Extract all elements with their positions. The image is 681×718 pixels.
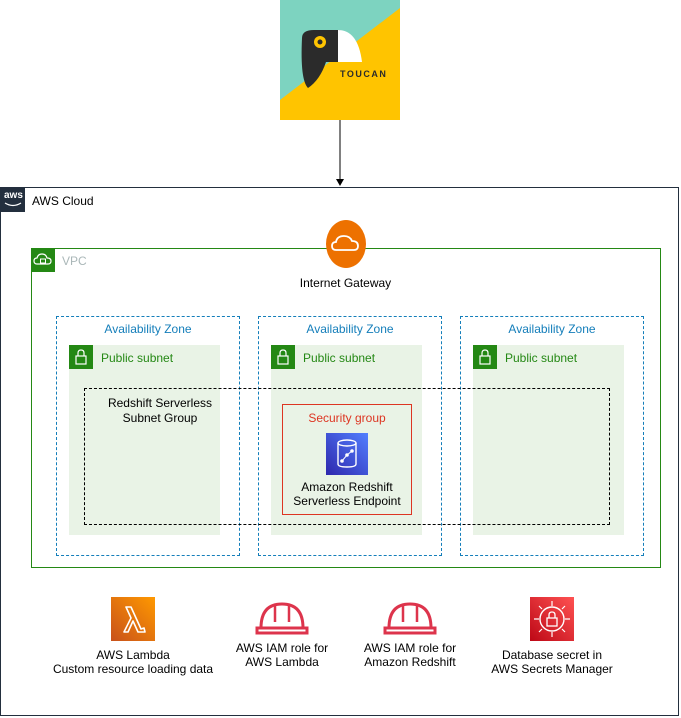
lambda-label-line2: Custom resource loading data	[52, 662, 214, 676]
aws-lambda-icon	[111, 597, 155, 641]
redshift-endpoint-label-line1: Amazon Redshift	[301, 480, 393, 494]
redshift-endpoint-label-line2: Serverless Endpoint	[293, 494, 401, 508]
public-subnet-1-label: Public subnet	[101, 351, 174, 365]
public-subnet-1	[69, 345, 220, 535]
internet-gateway-icon	[325, 219, 367, 269]
secrets-manager-icon	[530, 597, 574, 641]
toucan-logo: TOUCAN	[280, 0, 400, 120]
subnet-1-lock-icon	[69, 345, 93, 369]
iam-redshift-label-line2: Amazon Redshift	[364, 655, 456, 669]
public-subnet-3	[473, 345, 624, 535]
vpc-label: VPC	[62, 254, 87, 268]
subnet-3-lock-icon	[473, 345, 497, 369]
availability-zone-3-label: Availability Zone	[508, 322, 596, 336]
availability-zone-1	[56, 316, 240, 556]
internet-gateway-label: Internet Gateway	[299, 276, 392, 290]
lambda-label-line1: AWS Lambda	[96, 648, 170, 662]
toucan-logo-icon: TOUCAN	[280, 0, 400, 120]
iam-role-lambda-icon	[255, 600, 309, 636]
connector-arrow	[336, 120, 344, 186]
iam-lambda-label-line2: AWS Lambda	[245, 655, 319, 669]
aws-cloud-icon: aws	[1, 188, 25, 212]
iam-lambda-label-line1: AWS IAM role for	[235, 641, 329, 655]
iam-role-redshift-icon	[383, 600, 437, 636]
availability-zone-2	[258, 316, 442, 556]
redshift-subnet-group	[84, 388, 610, 525]
availability-zone-1-label: Availability Zone	[104, 322, 192, 336]
vpc-cloud-lock-icon	[31, 248, 55, 272]
secrets-manager-label-line2: AWS Secrets Manager	[491, 662, 613, 676]
public-subnet-3-label: Public subnet	[505, 351, 578, 365]
security-group-label: Security group	[308, 411, 386, 425]
subnet-group-label-line1: Redshift Serverless	[107, 396, 213, 410]
aws-cloud-label: AWS Cloud	[32, 194, 94, 208]
subnet-2-lock-icon	[271, 345, 295, 369]
toucan-logo-text: TOUCAN	[340, 69, 387, 79]
subnet-group-label-line2: Subnet Group	[122, 411, 198, 425]
secrets-manager-label-line1: Database secret in	[501, 648, 603, 662]
availability-zone-3	[460, 316, 644, 556]
security-group	[282, 404, 412, 515]
aws-cloud-group	[0, 187, 679, 716]
redshift-serverless-icon	[326, 433, 368, 475]
iam-redshift-label-line1: AWS IAM role for	[363, 641, 457, 655]
availability-zone-2-label: Availability Zone	[306, 322, 394, 336]
public-subnet-2-label: Public subnet	[303, 351, 376, 365]
